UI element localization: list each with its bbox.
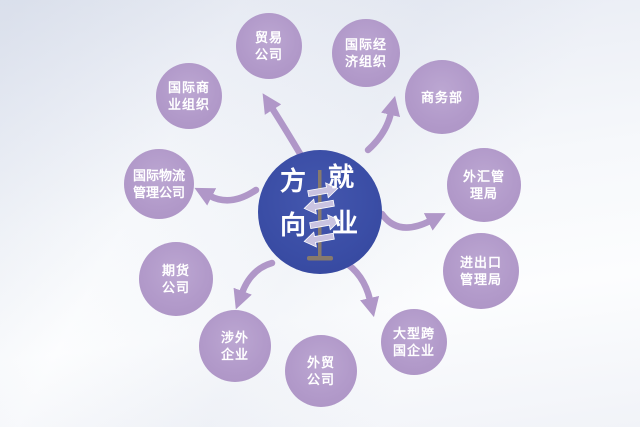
signpost-icon (303, 170, 341, 261)
center-char-xiang: 向 (280, 210, 307, 240)
node-ministry-of-commerce: 商务部 (405, 60, 479, 134)
node-foreign-trade-company: 外贸 公司 (285, 335, 357, 407)
node-label-line2: 济组织 (344, 54, 387, 69)
node-label-line1: 外贸 (306, 355, 335, 370)
node-label-line2: 管理局 (459, 272, 502, 287)
node-futures-company: 期货 公司 (139, 242, 213, 316)
node-multinational-enterprise: 大型跨 国企业 (381, 309, 447, 375)
node-label-line2: 公司 (254, 47, 283, 62)
node-import-export-admin: 进出口 管理局 (443, 233, 519, 309)
node-label-line2: 公司 (306, 372, 335, 387)
center-char-jiu: 就 (328, 162, 355, 192)
node-label-line1: 商务部 (420, 89, 463, 105)
node-forex-admin: 外汇管 理局 (447, 148, 521, 222)
node-label-line1: 国际商 (167, 80, 210, 95)
center-char-ye: 业 (332, 208, 359, 238)
node-label-line1: 贸易 (254, 30, 283, 45)
arrow-to-forex-admin (378, 210, 446, 231)
node-label-line1: 国际经 (344, 37, 387, 52)
node-label-line2: 业组织 (167, 97, 210, 112)
node-label-line1: 期货 (161, 263, 190, 278)
arrow-to-foreign-related-enterprise (233, 259, 276, 310)
node-intl-economic-org: 国际经 济组织 (332, 19, 400, 87)
arrow-to-commerce-ministry (364, 95, 401, 154)
node-trade-company: 贸易 公司 (236, 13, 302, 79)
node-intl-business-org: 国际商 业组织 (156, 63, 222, 129)
node-label-line2: 理局 (469, 186, 498, 201)
node-label-line1: 国际物流 (132, 168, 185, 183)
node-label-line2: 企业 (220, 347, 249, 362)
center-char-fang: 方 (280, 166, 307, 196)
arrow-to-intl-logistics (194, 186, 260, 206)
node-label-line1: 涉外 (220, 330, 249, 345)
node-label-line1: 外汇管 (462, 169, 505, 184)
node-label-line2: 国企业 (392, 343, 435, 358)
node-label-line1: 进出口 (459, 255, 502, 270)
center-circle-employment-direction: 方 就 向 业 (258, 150, 382, 274)
node-intl-logistics-company: 国际物流 管理公司 (124, 149, 194, 219)
node-foreign-related-enterprise: 涉外 企业 (199, 310, 271, 382)
node-label-line2: 管理公司 (132, 185, 185, 200)
node-label-line1: 大型跨 (392, 326, 435, 341)
node-label-line2: 公司 (161, 280, 190, 295)
